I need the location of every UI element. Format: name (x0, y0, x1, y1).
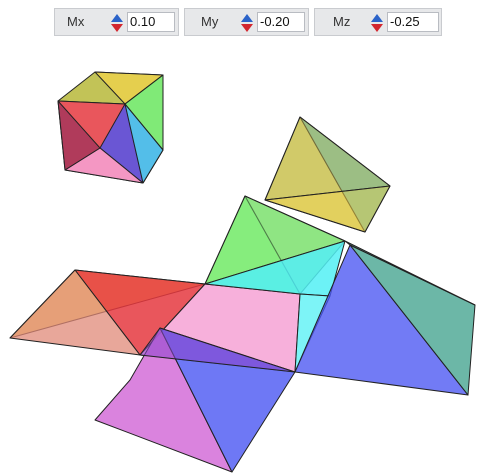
my-control: My -0.20 (184, 8, 309, 36)
mx-value-field[interactable]: 0.10 (127, 12, 175, 32)
increment-arrow-icon[interactable] (371, 14, 383, 22)
polyhedra-3d-view[interactable] (0, 46, 478, 476)
mz-spinner[interactable] (371, 13, 383, 33)
mx-label: Mx (67, 14, 84, 29)
my-label: My (201, 14, 218, 29)
pyramid-top-base (265, 117, 390, 200)
mz-label: Mz (333, 14, 350, 29)
mz-control: Mz -0.25 (314, 8, 442, 36)
decrement-arrow-icon[interactable] (111, 24, 123, 32)
mx-spinner[interactable] (111, 13, 123, 33)
my-spinner[interactable] (241, 13, 253, 33)
increment-arrow-icon[interactable] (241, 14, 253, 22)
decrement-arrow-icon[interactable] (241, 24, 253, 32)
mx-control: Mx 0.10 (54, 8, 179, 36)
decrement-arrow-icon[interactable] (371, 24, 383, 32)
control-toolbar: Mx 0.10 My -0.20 Mz -0.25 (0, 0, 478, 46)
shape-layer (10, 72, 475, 472)
my-value-field[interactable]: -0.20 (257, 12, 305, 32)
mz-value-field[interactable]: -0.25 (387, 12, 439, 32)
increment-arrow-icon[interactable] (111, 14, 123, 22)
